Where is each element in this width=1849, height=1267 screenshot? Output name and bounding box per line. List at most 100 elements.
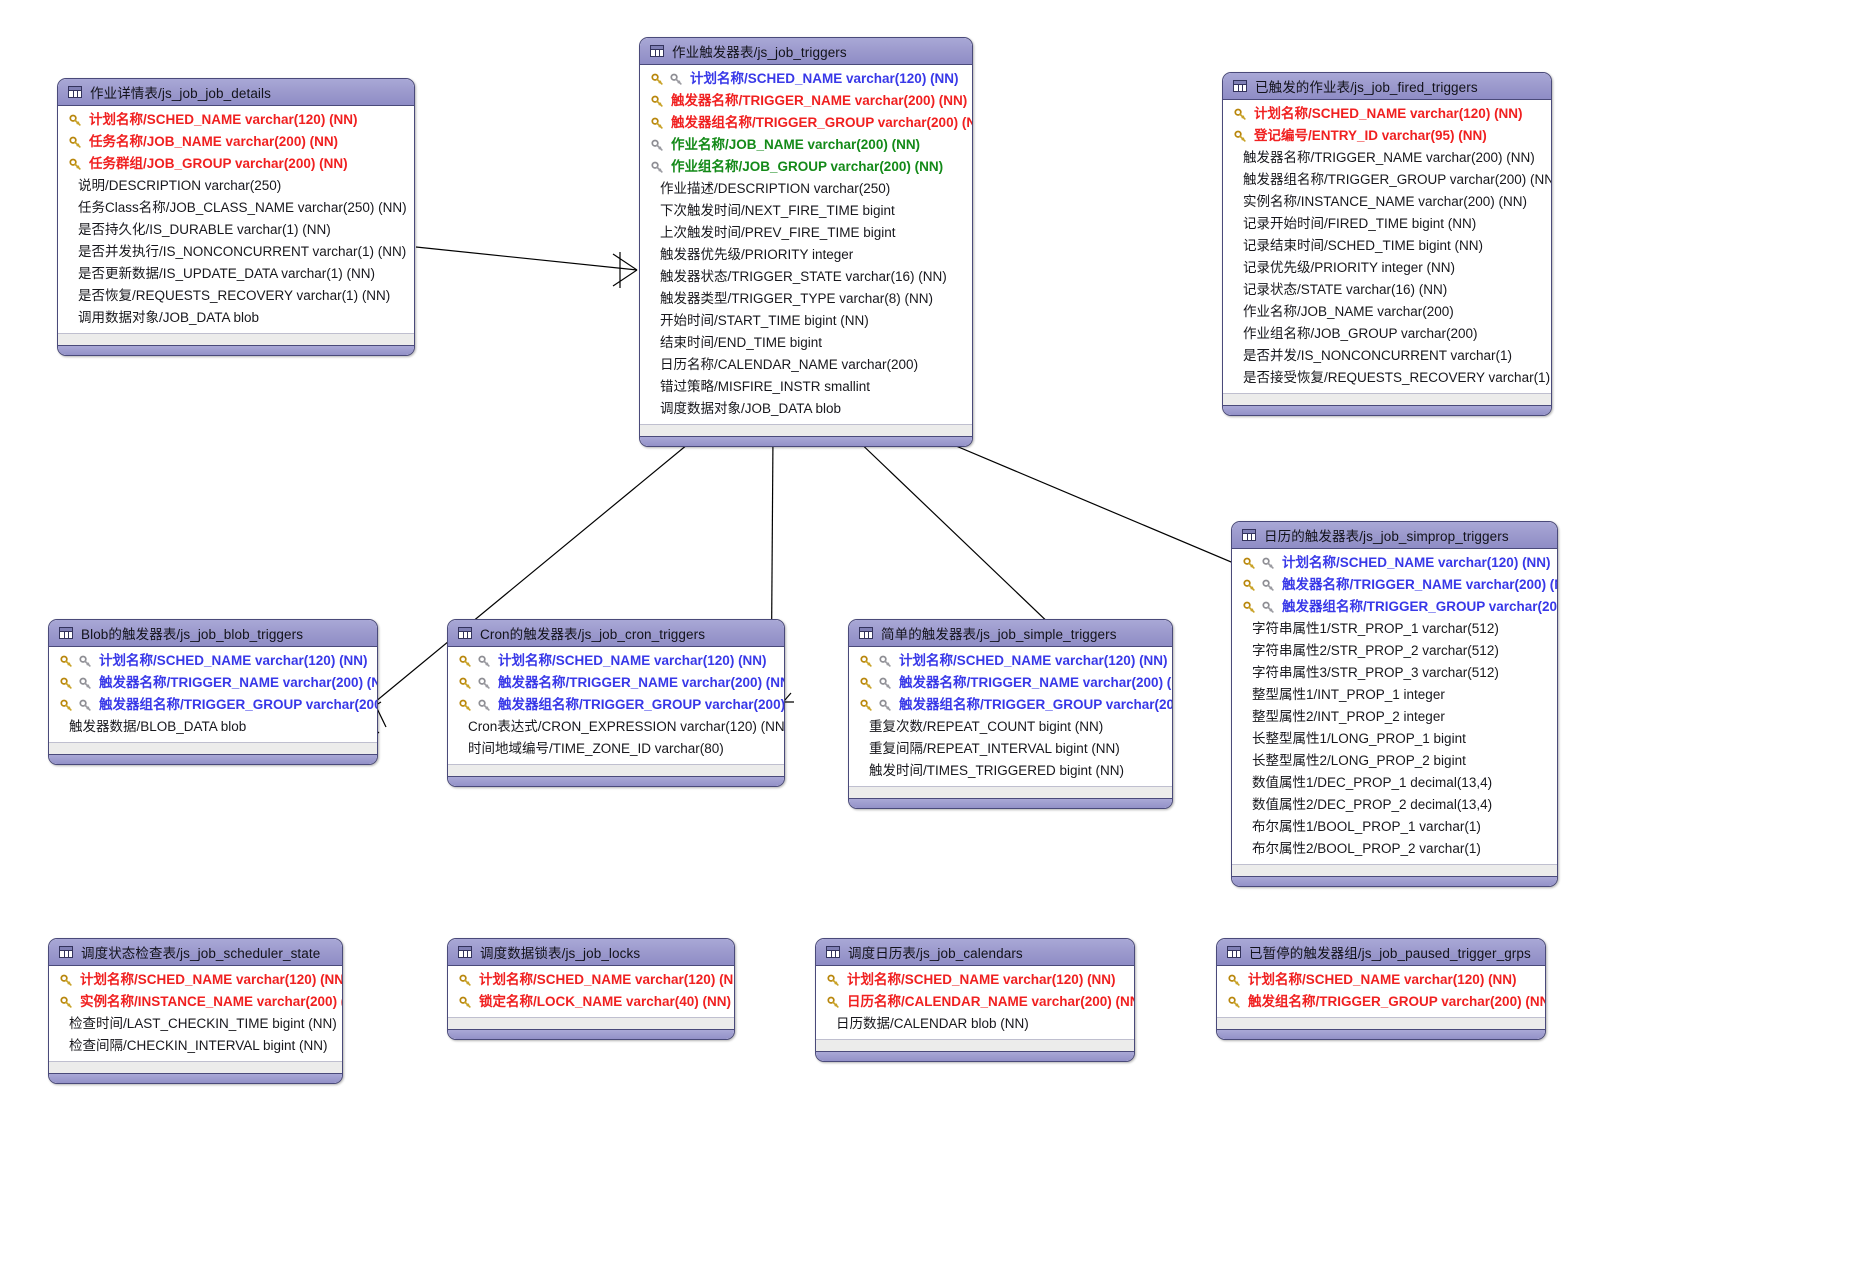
attribute-row[interactable]: 计划名称/SCHED_NAME varchar(120) (NN) <box>640 68 972 90</box>
attribute-row[interactable]: 说明/DESCRIPTION varchar(250) <box>58 175 414 197</box>
attribute-row[interactable]: 字符串属性2/STR_PROP_2 varchar(512) <box>1232 640 1557 662</box>
attribute-row[interactable]: 数值属性2/DEC_PROP_2 decimal(13,4) <box>1232 794 1557 816</box>
attribute-row[interactable]: 检查间隔/CHECKIN_INTERVAL bigint (NN) <box>49 1035 342 1057</box>
attribute-row[interactable]: 任务Class名称/JOB_CLASS_NAME varchar(250) (N… <box>58 197 414 219</box>
attribute-row[interactable]: 触发组名称/TRIGGER_GROUP varchar(200) (NN) <box>1217 991 1545 1013</box>
entity-header-js_job_simple_triggers[interactable]: 简单的触发器表/js_job_simple_triggers <box>849 620 1172 647</box>
attribute-row[interactable]: 时间地域编号/TIME_ZONE_ID varchar(80) <box>448 738 784 760</box>
attribute-row[interactable]: 整型属性1/INT_PROP_1 integer <box>1232 684 1557 706</box>
entity-js_job_simple_triggers[interactable]: 简单的触发器表/js_job_simple_triggers 计划名称/SCHED… <box>848 619 1173 809</box>
attribute-row[interactable]: 是否并发执行/IS_NONCONCURRENT varchar(1) (NN) <box>58 241 414 263</box>
attribute-row[interactable]: 开始时间/START_TIME bigint (NN) <box>640 310 972 332</box>
entity-js_job_cron_triggers[interactable]: Cron的触发器表/js_job_cron_triggers 计划名称/SCHED… <box>447 619 785 787</box>
attribute-row[interactable]: 作业名称/JOB_NAME varchar(200) (NN) <box>640 134 972 156</box>
attribute-row[interactable]: 重复间隔/REPEAT_INTERVAL bigint (NN) <box>849 738 1172 760</box>
attribute-row[interactable]: 作业名称/JOB_NAME varchar(200) <box>1223 301 1551 323</box>
attribute-row[interactable]: 触发器组名称/TRIGGER_GROUP varchar(200) (NN) <box>1232 596 1557 618</box>
attribute-row[interactable]: 是否更新数据/IS_UPDATE_DATA varchar(1) (NN) <box>58 263 414 285</box>
attribute-row[interactable]: 计划名称/SCHED_NAME varchar(120) (NN) <box>849 650 1172 672</box>
attribute-row[interactable]: 调度数据对象/JOB_DATA blob <box>640 398 972 420</box>
attribute-row[interactable]: 计划名称/SCHED_NAME varchar(120) (NN) <box>816 969 1134 991</box>
attribute-row[interactable]: 计划名称/SCHED_NAME varchar(120) (NN) <box>1223 103 1551 125</box>
entity-header-js_job_job_details[interactable]: 作业详情表/js_job_job_details <box>58 79 414 106</box>
attribute-row[interactable]: 计划名称/SCHED_NAME varchar(120) (NN) <box>448 969 734 991</box>
entity-header-js_job_fired_triggers[interactable]: 已触发的作业表/js_job_fired_triggers <box>1223 73 1551 100</box>
entity-js_job_job_details[interactable]: 作业详情表/js_job_job_details 计划名称/SCHED_NAME … <box>57 78 415 356</box>
attribute-row[interactable]: 是否接受恢复/REQUESTS_RECOVERY varchar(1) <box>1223 367 1551 389</box>
attribute-row[interactable]: 重复次数/REPEAT_COUNT bigint (NN) <box>849 716 1172 738</box>
entity-js_job_fired_triggers[interactable]: 已触发的作业表/js_job_fired_triggers 计划名称/SCHED_… <box>1222 72 1552 416</box>
attribute-row[interactable]: 上次触发时间/PREV_FIRE_TIME bigint <box>640 222 972 244</box>
entity-js_job_triggers[interactable]: 作业触发器表/js_job_triggers 计划名称/SCHED_NAME va… <box>639 37 973 447</box>
attribute-row[interactable]: 触发器名称/TRIGGER_NAME varchar(200) (NN) <box>448 672 784 694</box>
attribute-row[interactable]: 结束时间/END_TIME bigint <box>640 332 972 354</box>
attribute-row[interactable]: 记录状态/STATE varchar(16) (NN) <box>1223 279 1551 301</box>
attribute-row[interactable]: 字符串属性3/STR_PROP_3 varchar(512) <box>1232 662 1557 684</box>
attribute-row[interactable]: 字符串属性1/STR_PROP_1 varchar(512) <box>1232 618 1557 640</box>
attribute-row[interactable]: 触发器名称/TRIGGER_NAME varchar(200) (NN) <box>849 672 1172 694</box>
attribute-row[interactable]: 计划名称/SCHED_NAME varchar(120) (NN) <box>448 650 784 672</box>
attribute-row[interactable]: 计划名称/SCHED_NAME varchar(120) (NN) <box>1217 969 1545 991</box>
attribute-row[interactable]: 触发器组名称/TRIGGER_GROUP varchar(200) (NN) <box>1223 169 1551 191</box>
attribute-row[interactable]: 记录结束时间/SCHED_TIME bigint (NN) <box>1223 235 1551 257</box>
attribute-row[interactable]: 触发器组名称/TRIGGER_GROUP varchar(200) (NN) <box>849 694 1172 716</box>
attribute-row[interactable]: 触发器名称/TRIGGER_NAME varchar(200) (NN) <box>1223 147 1551 169</box>
entity-header-js_job_triggers[interactable]: 作业触发器表/js_job_triggers <box>640 38 972 65</box>
entity-js_job_calendars[interactable]: 调度日历表/js_job_calendars 计划名称/SCHED_NAME va… <box>815 938 1135 1062</box>
attribute-row[interactable]: 记录开始时间/FIRED_TIME bigint (NN) <box>1223 213 1551 235</box>
entity-header-js_job_scheduler_state[interactable]: 调度状态检查表/js_job_scheduler_state <box>49 939 342 966</box>
attribute-row[interactable]: 长整型属性1/LONG_PROP_1 bigint <box>1232 728 1557 750</box>
entity-js_job_simprop_triggers[interactable]: 日历的触发器表/js_job_simprop_triggers 计划名称/SCHE… <box>1231 521 1558 887</box>
attribute-row[interactable]: 是否并发/IS_NONCONCURRENT varchar(1) <box>1223 345 1551 367</box>
attribute-row[interactable]: 触发器数据/BLOB_DATA blob <box>49 716 377 738</box>
entity-header-js_job_locks[interactable]: 调度数据锁表/js_job_locks <box>448 939 734 966</box>
entity-header-js_job_calendars[interactable]: 调度日历表/js_job_calendars <box>816 939 1134 966</box>
attribute-row[interactable]: Cron表达式/CRON_EXPRESSION varchar(120) (NN… <box>448 716 784 738</box>
attribute-row[interactable]: 作业组名称/JOB_GROUP varchar(200) (NN) <box>640 156 972 178</box>
attribute-row[interactable]: 错过策略/MISFIRE_INSTR smallint <box>640 376 972 398</box>
entity-js_job_paused_trigger_grps[interactable]: 已暂停的触发器组/js_job_paused_trigger_grps 计划名称/… <box>1216 938 1546 1040</box>
attribute-row[interactable]: 日历数据/CALENDAR blob (NN) <box>816 1013 1134 1035</box>
entity-header-js_job_paused_trigger_grps[interactable]: 已暂停的触发器组/js_job_paused_trigger_grps <box>1217 939 1545 966</box>
attribute-row[interactable]: 整型属性2/INT_PROP_2 integer <box>1232 706 1557 728</box>
attribute-row[interactable]: 下次触发时间/NEXT_FIRE_TIME bigint <box>640 200 972 222</box>
attribute-row[interactable]: 检查时间/LAST_CHECKIN_TIME bigint (NN) <box>49 1013 342 1035</box>
attribute-row[interactable]: 作业描述/DESCRIPTION varchar(250) <box>640 178 972 200</box>
entity-js_job_scheduler_state[interactable]: 调度状态检查表/js_job_scheduler_state 计划名称/SCHED… <box>48 938 343 1084</box>
attribute-row[interactable]: 计划名称/SCHED_NAME varchar(120) (NN) <box>49 969 342 991</box>
attribute-row[interactable]: 计划名称/SCHED_NAME varchar(120) (NN) <box>58 109 414 131</box>
attribute-row[interactable]: 任务名称/JOB_NAME varchar(200) (NN) <box>58 131 414 153</box>
attribute-row[interactable]: 锁定名称/LOCK_NAME varchar(40) (NN) <box>448 991 734 1013</box>
attribute-row[interactable]: 是否恢复/REQUESTS_RECOVERY varchar(1) (NN) <box>58 285 414 307</box>
attribute-row[interactable]: 日历名称/CALENDAR_NAME varchar(200) (NN) <box>816 991 1134 1013</box>
attribute-row[interactable]: 触发器类型/TRIGGER_TYPE varchar(8) (NN) <box>640 288 972 310</box>
attribute-row[interactable]: 登记编号/ENTRY_ID varchar(95) (NN) <box>1223 125 1551 147</box>
attribute-row[interactable]: 触发时间/TIMES_TRIGGERED bigint (NN) <box>849 760 1172 782</box>
attribute-row[interactable]: 触发器组名称/TRIGGER_GROUP varchar(200) (NN) <box>640 112 972 134</box>
attribute-row[interactable]: 布尔属性1/BOOL_PROP_1 varchar(1) <box>1232 816 1557 838</box>
attribute-row[interactable]: 触发器名称/TRIGGER_NAME varchar(200) (NN) <box>49 672 377 694</box>
attribute-row[interactable]: 实例名称/INSTANCE_NAME varchar(200) (NN) <box>1223 191 1551 213</box>
attribute-row[interactable]: 计划名称/SCHED_NAME varchar(120) (NN) <box>49 650 377 672</box>
attribute-row[interactable]: 触发器组名称/TRIGGER_GROUP varchar(200) (NN) <box>49 694 377 716</box>
entity-header-js_job_blob_triggers[interactable]: Blob的触发器表/js_job_blob_triggers <box>49 620 377 647</box>
entity-header-js_job_simprop_triggers[interactable]: 日历的触发器表/js_job_simprop_triggers <box>1232 522 1557 549</box>
attribute-row[interactable]: 调用数据对象/JOB_DATA blob <box>58 307 414 329</box>
attribute-row[interactable]: 触发器名称/TRIGGER_NAME varchar(200) (NN) <box>640 90 972 112</box>
attribute-row[interactable]: 作业组名称/JOB_GROUP varchar(200) <box>1223 323 1551 345</box>
attribute-row[interactable]: 长整型属性2/LONG_PROP_2 bigint <box>1232 750 1557 772</box>
attribute-row[interactable]: 任务群组/JOB_GROUP varchar(200) (NN) <box>58 153 414 175</box>
attribute-row[interactable]: 实例名称/INSTANCE_NAME varchar(200) (NN) <box>49 991 342 1013</box>
attribute-row[interactable]: 触发器优先级/PRIORITY integer <box>640 244 972 266</box>
entity-header-js_job_cron_triggers[interactable]: Cron的触发器表/js_job_cron_triggers <box>448 620 784 647</box>
attribute-row[interactable]: 触发器名称/TRIGGER_NAME varchar(200) (NN) <box>1232 574 1557 596</box>
attribute-row[interactable]: 计划名称/SCHED_NAME varchar(120) (NN) <box>1232 552 1557 574</box>
attribute-row[interactable]: 触发器组名称/TRIGGER_GROUP varchar(200) (NN) <box>448 694 784 716</box>
entity-js_job_locks[interactable]: 调度数据锁表/js_job_locks 计划名称/SCHED_NAME varch… <box>447 938 735 1040</box>
attribute-row[interactable]: 是否持久化/IS_DURABLE varchar(1) (NN) <box>58 219 414 241</box>
attribute-row[interactable]: 数值属性1/DEC_PROP_1 decimal(13,4) <box>1232 772 1557 794</box>
attribute-row[interactable]: 日历名称/CALENDAR_NAME varchar(200) <box>640 354 972 376</box>
entity-js_job_blob_triggers[interactable]: Blob的触发器表/js_job_blob_triggers 计划名称/SCHED… <box>48 619 378 765</box>
attribute-row[interactable]: 触发器状态/TRIGGER_STATE varchar(16) (NN) <box>640 266 972 288</box>
attribute-row[interactable]: 布尔属性2/BOOL_PROP_2 varchar(1) <box>1232 838 1557 860</box>
